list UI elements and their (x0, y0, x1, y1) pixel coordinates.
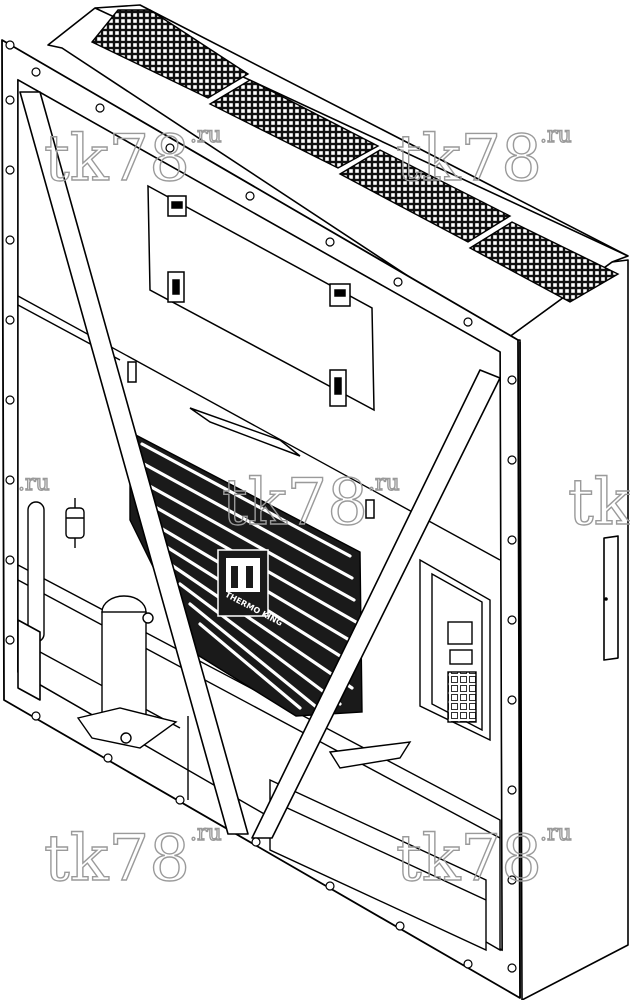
door-latch-top-right (329, 283, 351, 307)
door-latch-top-left (167, 195, 187, 217)
controller-screen (447, 621, 473, 645)
watermark-suffix: .ru (190, 123, 222, 148)
filter-dryer (65, 498, 85, 548)
controller-box (419, 558, 491, 742)
watermark-suffix: .ru (190, 821, 222, 846)
watermark-main: tk78 (44, 122, 190, 196)
flange-bolts (5, 40, 517, 973)
diagonal-braces (17, 91, 501, 839)
watermarks: tk78 .ru tk78 .ru tk78 .ru .ru tk78 tk78… (17, 121, 630, 896)
watermark-main: tk78 (222, 466, 368, 540)
watermark-suffix: .ru (540, 123, 572, 148)
upper-access-door (127, 184, 375, 519)
brace-bottom-left (17, 619, 41, 701)
watermark-suffix: .ru (540, 821, 572, 846)
watermark-main: tk78 (396, 822, 542, 896)
brace-left (19, 91, 249, 835)
grille-1 (90, 9, 250, 99)
brace-right (251, 369, 501, 839)
door-latch-bottom-right (329, 369, 347, 407)
watermark-suffix: .ru (368, 471, 400, 496)
housing-side-panel (504, 259, 629, 1000)
grille-3 (338, 149, 512, 243)
grille-2 (208, 79, 380, 169)
door-latch-bottom-left (167, 271, 185, 303)
door-handle (189, 407, 301, 457)
watermark-main: tk78 (44, 822, 190, 896)
condenser-grilles (90, 9, 620, 303)
compressor (76, 595, 178, 749)
receiver-tank (27, 501, 45, 643)
controller-keypad (447, 671, 477, 723)
watermark-suffix: .ru (18, 471, 50, 496)
side-access-panel (603, 535, 619, 661)
grille-4 (468, 221, 620, 303)
watermark-main: tk78 (568, 466, 630, 540)
watermark-main: tk78 (396, 122, 542, 196)
controller-led (449, 649, 473, 665)
evaporator-grille: THERMO KING (129, 430, 363, 717)
